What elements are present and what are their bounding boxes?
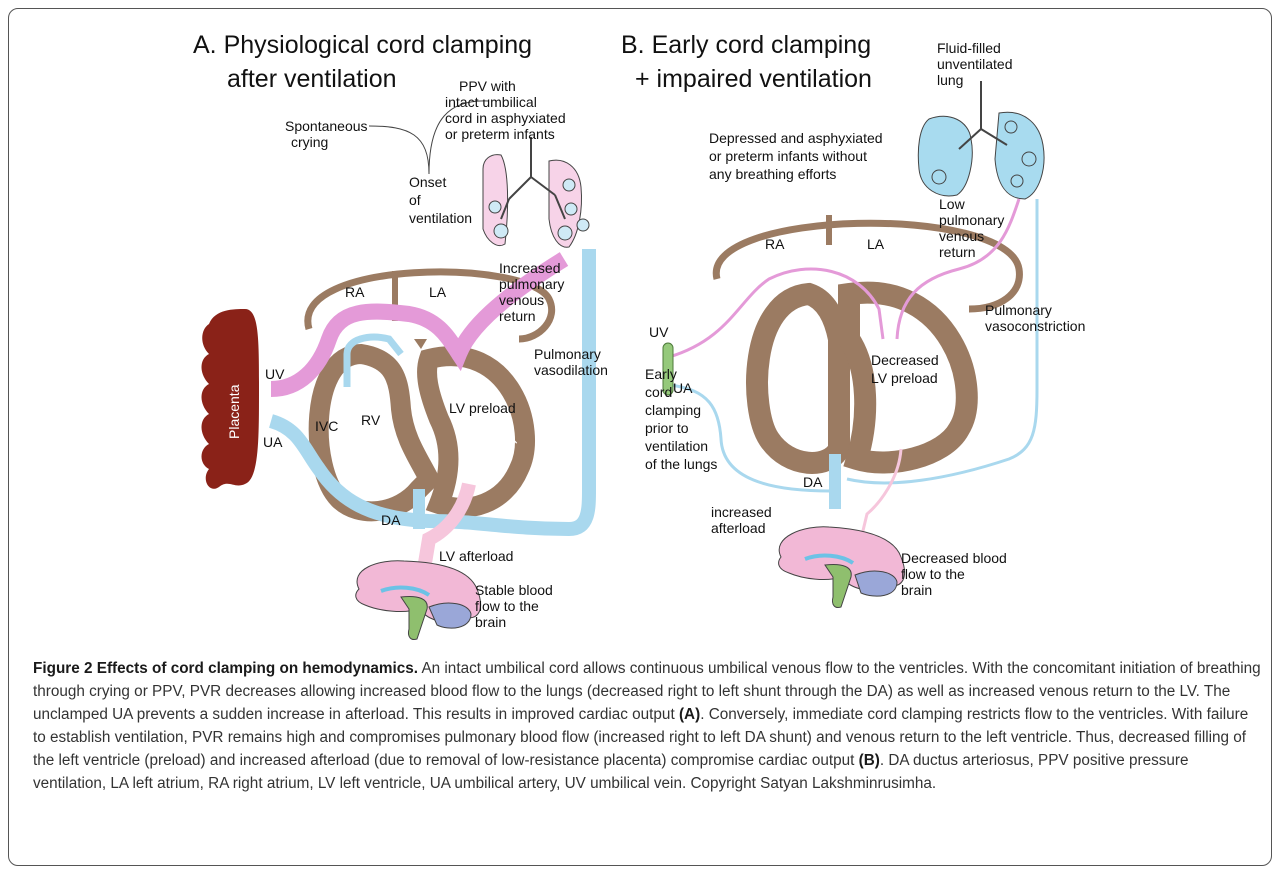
early-label-l3: clamping — [645, 402, 701, 418]
spontaneous-leader-line — [369, 126, 429, 174]
pv-label-l1: Pulmonary — [534, 346, 601, 362]
ppv-label-l1: PPV with — [459, 78, 516, 94]
label-da-a: DA — [381, 512, 401, 528]
stable-label-l1: Stable blood — [475, 582, 553, 598]
ventilated-lungs — [483, 137, 589, 247]
stable-label-l3: brain — [475, 614, 506, 630]
label-placenta: Placenta — [226, 384, 242, 439]
dbf-label-l2: flow to the — [901, 566, 965, 582]
figure-frame: A. Physiological cord clamping after ven… — [8, 8, 1272, 866]
brain-a — [356, 561, 481, 640]
low-label-l1: Low — [939, 196, 966, 212]
label-lv-preload: LV preload — [449, 400, 516, 416]
label-uv-a: UV — [265, 366, 285, 382]
increased-afterload-l2: afterload — [711, 520, 765, 536]
label-ua-a: UA — [263, 434, 283, 450]
caption-title: Figure 2 Effects of cord clamping on hem… — [33, 660, 418, 677]
early-label-l5: ventilation — [645, 438, 708, 454]
panel-b: B. Early cord clamping + impaired ventil… — [621, 31, 1085, 608]
panel-a-title-line1: A. Physiological cord clamping — [193, 31, 532, 59]
decreased-label-l1: Decreased — [871, 352, 939, 368]
incr-label-l2: pulmonary — [499, 276, 564, 292]
depressed-label-l2: or preterm infants without — [709, 148, 867, 164]
onset-label-l2: of — [409, 192, 421, 208]
increased-afterload-l1: increased — [711, 504, 772, 520]
onset-label-l1: Onset — [409, 174, 446, 190]
depressed-label-l1: Depressed and asphyxiated — [709, 130, 883, 146]
label-ua-b: UA — [673, 380, 693, 396]
fluid-label-l1: Fluid-filled — [937, 40, 1001, 56]
caption-ref-b: (B) — [859, 752, 880, 769]
ppv-label-l2: intact umbilical — [445, 94, 537, 110]
incr-label-l1: Increased — [499, 260, 560, 276]
label-lv-afterload: LV afterload — [439, 548, 513, 564]
label-ra-b: RA — [765, 236, 785, 252]
label-ivc: IVC — [315, 418, 338, 434]
panel-a-title-line2: after ventilation — [227, 65, 397, 93]
fluid-label-l2: unventilated — [937, 56, 1013, 72]
depressed-label-l3: any breathing efforts — [709, 166, 836, 182]
label-rv: RV — [361, 412, 381, 428]
early-label-l1: Early — [645, 366, 677, 382]
early-label-l4: prior to — [645, 420, 689, 436]
low-label-l3: venous — [939, 228, 984, 244]
early-label-l6: of the lungs — [645, 456, 717, 472]
diagram: A. Physiological cord clamping after ven… — [9, 9, 1271, 649]
fluid-label-l3: lung — [937, 72, 963, 88]
panel-b-title-line1: B. Early cord clamping — [621, 31, 871, 59]
dbf-label-l3: brain — [901, 582, 932, 598]
pvc-label-l1: Pulmonary — [985, 302, 1052, 318]
decreased-label-l2: LV preload — [871, 370, 938, 386]
brain-b — [779, 527, 905, 608]
label-la-a: LA — [429, 284, 447, 300]
pv-label-l2: vasodilation — [534, 362, 608, 378]
stable-label-l2: flow to the — [475, 598, 539, 614]
caption-ref-a: (A) — [679, 706, 700, 723]
spontaneous-label-l1: Spontaneous — [285, 118, 368, 134]
panel-b-title-line2: + impaired ventilation — [635, 65, 872, 93]
label-la-b: LA — [867, 236, 885, 252]
panel-a: A. Physiological cord clamping after ven… — [193, 31, 608, 640]
spontaneous-label-l2: crying — [291, 134, 328, 150]
pvc-label-l2: vasoconstriction — [985, 318, 1085, 334]
label-da-b: DA — [803, 474, 823, 490]
incr-label-l4: return — [499, 308, 536, 324]
ppv-label-l4: or preterm infants — [445, 126, 555, 142]
label-uv-b: UV — [649, 324, 669, 340]
incr-label-l3: venous — [499, 292, 544, 308]
label-ra-a: RA — [345, 284, 365, 300]
onset-label-l3: ventilation — [409, 210, 472, 226]
dbf-label-l1: Decreased blood — [901, 550, 1007, 566]
low-label-l2: pulmonary — [939, 212, 1004, 228]
early-label-l2: cord — [645, 384, 672, 400]
low-label-l4: return — [939, 244, 976, 260]
ppv-label-l3: cord in asphyxiated — [445, 110, 566, 126]
figure-caption: Figure 2 Effects of cord clamping on hem… — [33, 657, 1265, 795]
fluid-filled-lungs — [918, 81, 1044, 199]
